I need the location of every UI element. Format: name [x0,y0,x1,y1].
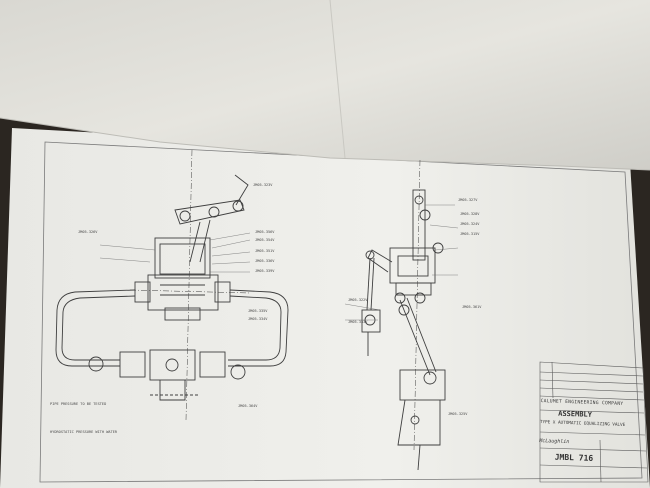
bottom-note: PIPE PRESSURE TO BE TESTED [50,402,107,406]
left-callout: JM05-339V [255,269,275,273]
left-callout: JM05-336V [255,259,275,263]
company-name: CALUMET ENGINEERING COMPANY [540,399,624,407]
left-callout: JM05-354V [255,238,275,242]
title-block: CALUMET ENGINEERING COMPANY ASSEMBLY TYP… [536,362,648,486]
right-callout: JM05-333V [348,320,368,324]
right-callout: JM05-315V [460,232,480,236]
title-block-grid [539,361,649,483]
left-callout: JM05-334V [248,317,268,321]
right-callout: JM05-325V [448,412,468,416]
left-callout: JM05-356V [255,230,275,234]
leader-lines [99,204,459,321]
drawn-by-signature: McLaughlin [539,438,570,446]
overlapping-sheet [0,0,650,170]
assembly-label: ASSEMBLY [558,409,593,419]
left-valve-drawing [55,149,289,421]
right-callout: JM05-324V [460,222,480,226]
right-callout: JM05-328V [460,212,480,216]
drawing-number: JMBL 716 [554,452,594,463]
right-callout: JM05-327V [458,198,478,202]
right-callout: JM05-322V [348,298,368,302]
bottom-note: HYDROSTATIC PRESSURE WITH WATER [50,430,118,434]
left-callout: JM05-351V [255,249,275,253]
right-valve-drawing [361,159,446,471]
left-callout: JM05-326V [78,230,98,234]
left-callout: JM05-364V [238,404,258,408]
left-callout: JM05-323V [253,183,273,187]
right-callout: JM05-361V [462,305,482,309]
drawing-subtitle: TYPE X AUTOMATIC EQUALIZING VALVE [539,420,626,429]
left-callout: JM05-335V [248,309,268,313]
blueprint-sheet [0,128,650,488]
